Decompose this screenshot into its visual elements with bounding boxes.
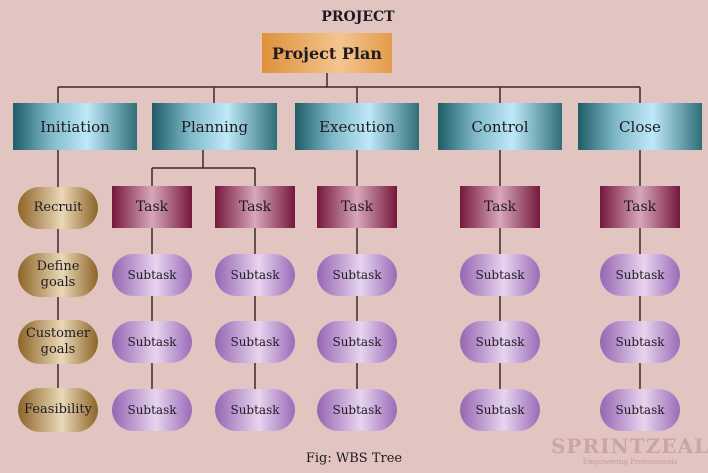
subtask-node: Subtask [215, 321, 295, 363]
subtask-node: Subtask [600, 321, 680, 363]
subtask-node: Subtask [112, 254, 192, 296]
watermark-logo: SPRINTZEAL Empowering Professionals [550, 434, 708, 466]
subtask-node: Subtask [112, 321, 192, 363]
subtask-node: Subtask [460, 389, 540, 431]
subtask-node: Subtask [460, 254, 540, 296]
project-plan-node: Project Plan [262, 33, 392, 73]
initiation-item: Customer goals [18, 320, 98, 364]
task-node: Task [215, 186, 295, 228]
diagram-title: PROJECT [321, 9, 395, 25]
subtask-node: Subtask [600, 254, 680, 296]
subtask-node: Subtask [460, 321, 540, 363]
initiation-item: Define goals [18, 253, 98, 297]
phase-initiation: Initiation [13, 103, 137, 150]
subtask-node: Subtask [317, 321, 397, 363]
task-node: Task [460, 186, 540, 228]
subtask-node: Subtask [317, 389, 397, 431]
initiation-item: Recruit [18, 187, 98, 229]
initiation-item: Feasibility [18, 388, 98, 432]
phase-close: Close [578, 103, 702, 150]
subtask-node: Subtask [215, 389, 295, 431]
subtask-node: Subtask [317, 254, 397, 296]
task-node: Task [112, 186, 192, 228]
phase-planning: Planning [152, 103, 277, 150]
figure-caption: Fig: WBS Tree [305, 450, 403, 466]
task-node: Task [317, 186, 397, 228]
subtask-node: Subtask [600, 389, 680, 431]
task-node: Task [600, 186, 680, 228]
subtask-node: Subtask [112, 389, 192, 431]
subtask-node: Subtask [215, 254, 295, 296]
phase-execution: Execution [295, 103, 419, 150]
phase-control: Control [438, 103, 562, 150]
